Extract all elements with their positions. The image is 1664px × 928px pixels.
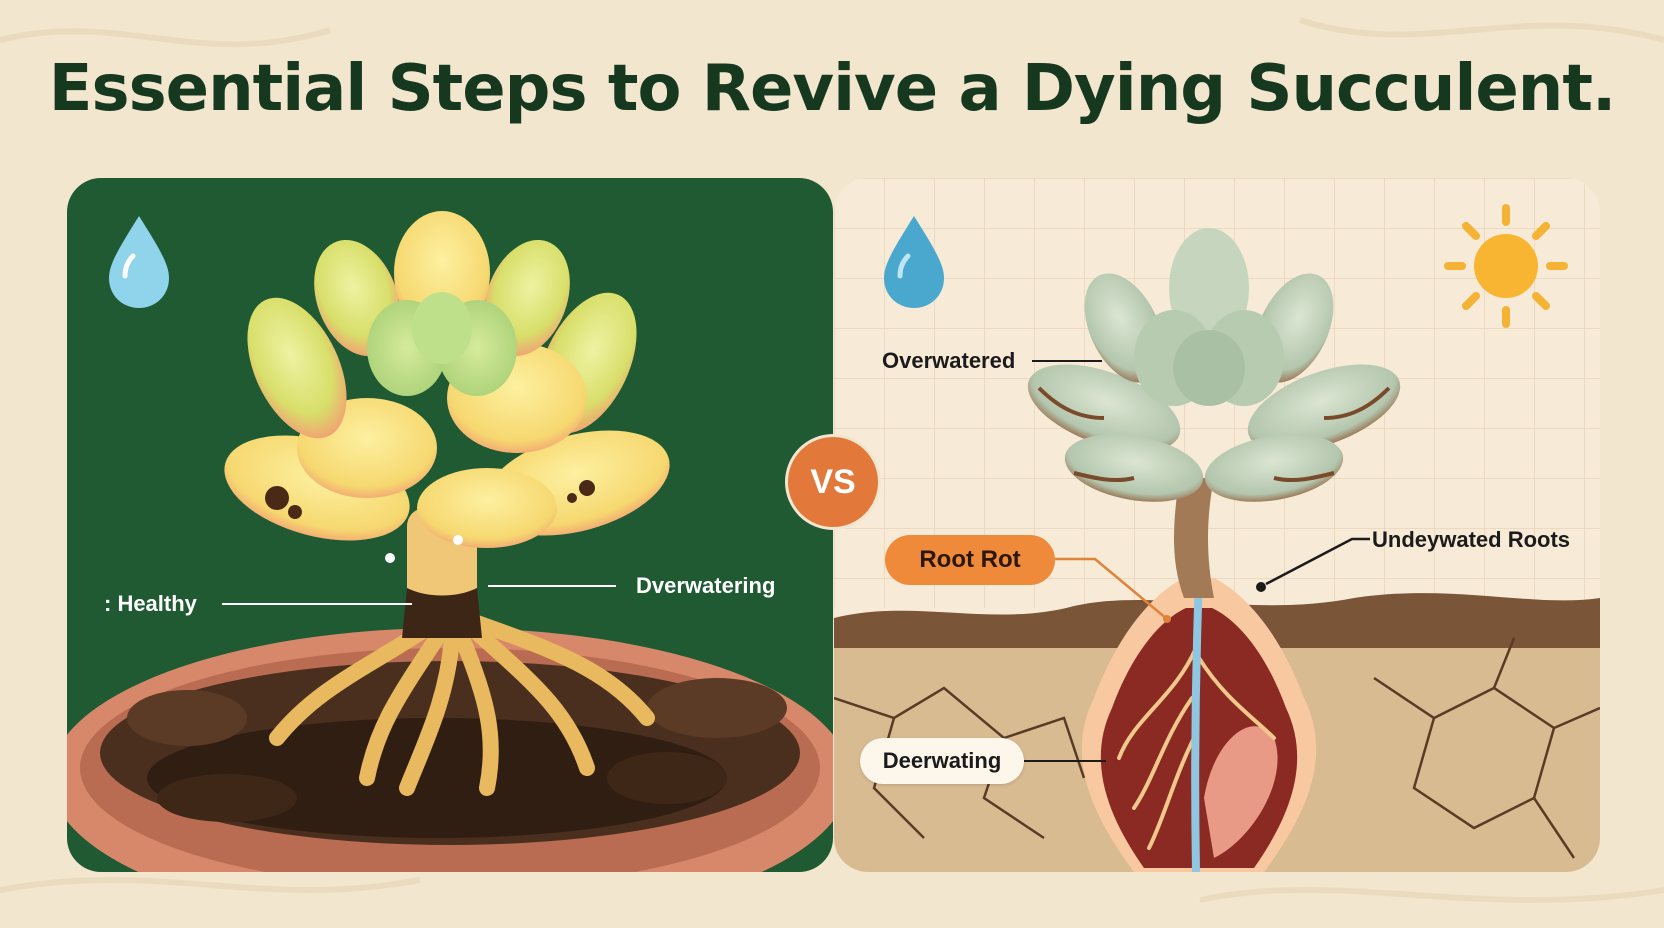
page-title: Essential Steps to Revive a Dying Succul… (48, 52, 1617, 126)
sun-icon (1444, 204, 1568, 328)
healthy-label: : Healthy (104, 591, 197, 616)
root-rot-leader-line (1055, 557, 1171, 623)
underwatered-roots-pointer-dot (1256, 582, 1266, 592)
vs-badge: VS (785, 434, 881, 530)
overwatering-label: Dverwatering (636, 573, 776, 598)
dying-succulent-panel (834, 178, 1600, 872)
healthy-succulent-panel (67, 178, 833, 872)
deerwating-leader-line (1024, 760, 1106, 762)
underwatered-roots-leader-line (1265, 537, 1370, 586)
overwatered-label: Overwatered (882, 348, 1016, 373)
water-drop-icon (109, 216, 169, 308)
overwatered-leader-line (1032, 360, 1102, 362)
root-rot-tag: Root Rot (885, 535, 1055, 585)
healthy-leader-line (222, 603, 412, 605)
healthy-succulent-illustration (67, 211, 833, 872)
overwatering-leader-line (488, 585, 616, 587)
dying-succulent-illustration (834, 178, 1600, 872)
overwatering-pointer-dot (453, 535, 463, 545)
underwatered-roots-label: Undeywated Roots (1372, 527, 1571, 552)
deerwating-tag: Deerwating (860, 738, 1024, 784)
water-drop-icon (884, 216, 944, 308)
healthy-pointer-dot (385, 553, 395, 563)
